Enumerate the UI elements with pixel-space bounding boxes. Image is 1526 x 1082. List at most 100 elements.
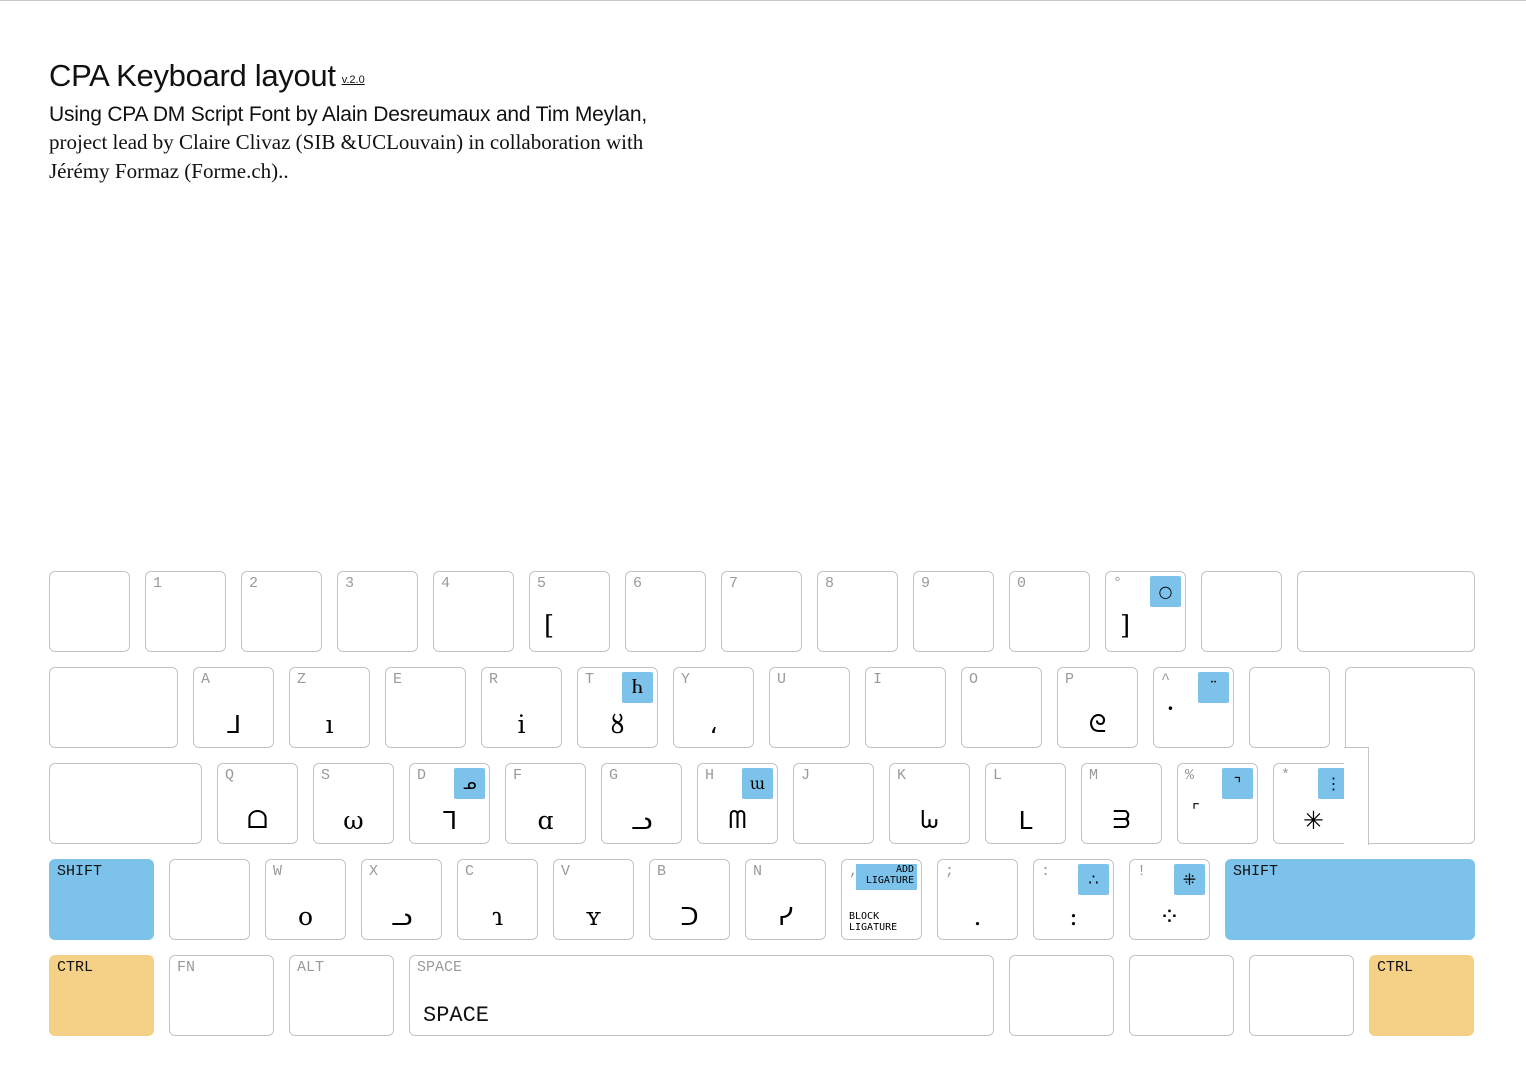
key-label: I [873, 671, 883, 688]
key-label: 6 [633, 575, 643, 592]
key-row4-shift-12[interactable]: SHIFT [1225, 859, 1475, 940]
key-label: SPACE [417, 959, 463, 976]
key-glyph: · [1166, 692, 1175, 725]
version-link[interactable]: v.2.0 [341, 74, 365, 86]
key-row1-2-2[interactable]: 2 [241, 571, 322, 652]
key-row1-3-3[interactable]: 3 [337, 571, 418, 652]
key-row4-blank-1[interactable] [169, 859, 250, 940]
project-credit-2: Jérémy Formaz (Forme.ch).. [49, 159, 289, 183]
key-label: B [657, 863, 667, 880]
key-glyph: ᒪ [1018, 806, 1033, 835]
top-divider [0, 0, 1526, 1]
key-glyph: . [973, 902, 982, 931]
key-row2-blank-0[interactable] [49, 667, 178, 748]
key-label: F [513, 767, 523, 784]
key-row3-sym11-11[interactable]: %⌜⌝ [1177, 763, 1258, 844]
key-label: 8 [825, 575, 835, 592]
key-glyph: ɿ [491, 902, 504, 931]
key-label: J [801, 767, 811, 784]
key-label: E [393, 671, 403, 688]
key-row3-j-7[interactable]: J [793, 763, 874, 844]
key-row1-8-8[interactable]: 8 [817, 571, 898, 652]
key-row1-6-6[interactable]: 6 [625, 571, 706, 652]
key-row1-4-4[interactable]: 4 [433, 571, 514, 652]
key-row4-sym11-11[interactable]: !⁘⁜ [1129, 859, 1210, 940]
key-label: 3 [345, 575, 355, 592]
key-row1-5-5[interactable]: 5[ [529, 571, 610, 652]
alt-glyph: ∴ [1078, 864, 1109, 895]
key-glyph: ] [1120, 611, 1131, 641]
key-label: P [1065, 671, 1075, 688]
key-row2-y-6[interactable]: Y، [673, 667, 754, 748]
key-row1-7-7[interactable]: 7 [721, 571, 802, 652]
key-row4-sym10-10[interactable]: ::∴ [1033, 859, 1114, 940]
key-row5-blank-4[interactable] [1009, 955, 1114, 1036]
key-label: , [849, 863, 859, 880]
key-row1-sym11-11[interactable]: °]○ [1105, 571, 1186, 652]
page-title: CPA Keyboard layout [49, 58, 336, 93]
key-glyph: ω [343, 806, 364, 835]
key-label: V [561, 863, 571, 880]
key-glyph: ⌜ [1192, 801, 1200, 821]
key-row4-shift-0[interactable]: SHIFT [49, 859, 154, 940]
key-label: N [753, 863, 763, 880]
key-row3-blank-0[interactable] [49, 763, 202, 844]
key-row2-e-3[interactable]: E [385, 667, 466, 748]
key-label: 9 [921, 575, 931, 592]
key-row5-fn-1[interactable]: FN [169, 955, 274, 1036]
project-credit-1: project lead by Claire Clivaz (SIB &UCLo… [49, 130, 644, 154]
key-row2-u-7[interactable]: U [769, 667, 850, 748]
alt-glyph: ⌝ [1222, 768, 1253, 799]
key-row5-ctrl-0[interactable]: CTRL [49, 955, 154, 1036]
key-label: W [273, 863, 283, 880]
key-glyph: ᘓ [1088, 709, 1107, 738]
key-label: S [321, 767, 331, 784]
key-row5-alt-2[interactable]: ALT [289, 955, 394, 1036]
key-row1-0-10[interactable]: 0 [1009, 571, 1090, 652]
key-row5-blank-5[interactable] [1129, 955, 1234, 1036]
key-row1-9-9[interactable]: 9 [913, 571, 994, 652]
key-row1-blank-0[interactable] [49, 571, 130, 652]
key-glyph: ᓯ [777, 902, 794, 931]
key-row2-i-8[interactable]: I [865, 667, 946, 748]
key-row2-o-9[interactable]: O [961, 667, 1042, 748]
key-glyph: ȣ [610, 710, 625, 739]
key-row5-blank-6[interactable] [1249, 955, 1354, 1036]
key-row2-blank-12[interactable] [1249, 667, 1330, 748]
key-row3-sym12-12[interactable]: *✳⋮ [1273, 763, 1354, 844]
key-glyph: ᑐ [680, 902, 699, 931]
key-row1-1-1[interactable]: 1 [145, 571, 226, 652]
key-row1-blank-13[interactable] [1297, 571, 1475, 652]
key-label: CTRL [57, 959, 94, 976]
key-row5-ctrl-7[interactable]: CTRL [1369, 955, 1474, 1036]
key-label: ! [1137, 863, 1147, 880]
key-glyph: ᗝ [247, 805, 268, 834]
key-row2-sym11-11[interactable]: ^·¨ [1153, 667, 1234, 748]
key-row4-sym9-9[interactable]: ;. [937, 859, 1018, 940]
key-row1-blank-12[interactable] [1201, 571, 1282, 652]
alt-glyph: ᓄ [454, 768, 485, 799]
